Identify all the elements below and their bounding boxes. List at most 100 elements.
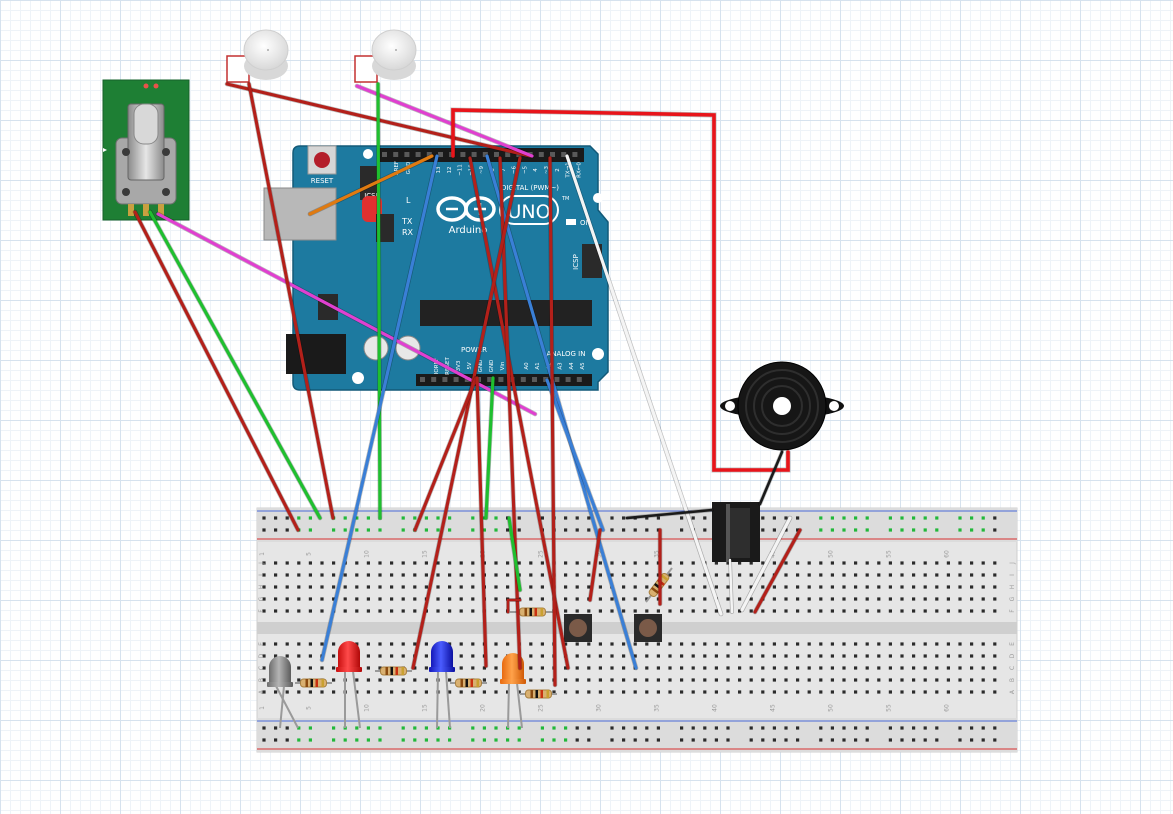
column-number-top: 50: [827, 550, 834, 558]
breadboard-hole: [703, 585, 707, 589]
row-letter: B: [258, 678, 265, 682]
breadboard-hole: [819, 516, 823, 520]
breadboard-hole: [738, 642, 742, 646]
breadboard-hole: [308, 573, 312, 577]
push-button-2[interactable]: [634, 614, 662, 642]
breadboard-hole: [772, 738, 776, 742]
breadboard-hole: [622, 666, 626, 670]
breadboard-hole: [274, 516, 278, 520]
header-pin: [471, 152, 477, 157]
breadboard-hole: [993, 585, 997, 589]
breadboard-hole: [680, 561, 684, 565]
breadboard-hole: [366, 528, 370, 532]
breadboard-hole: [935, 690, 939, 694]
breadboard-hole: [529, 666, 533, 670]
breadboard-hole: [633, 738, 637, 742]
breadboard-hole: [610, 726, 614, 730]
breadboard-hole: [656, 516, 660, 520]
digital-pin-label: ~3: [544, 165, 550, 174]
breadboard-hole: [830, 666, 834, 670]
breadboard-hole: [691, 654, 695, 658]
breadboard-hole: [598, 561, 602, 565]
breadboard-hole: [796, 528, 800, 532]
breadboard-hole: [575, 528, 579, 532]
breadboard-hole: [656, 690, 660, 694]
column-number-bottom: 1: [259, 706, 266, 710]
breadboard-hole: [946, 654, 950, 658]
breadboard-hole: [946, 585, 950, 589]
push-button-1[interactable]: [564, 614, 592, 642]
wire-red-6: [475, 376, 488, 668]
breadboard-hole: [668, 666, 672, 670]
breadboard-hole: [424, 690, 428, 694]
breadboard-hole: [343, 528, 347, 532]
column-number-top: 10: [363, 550, 370, 558]
breadboard-hole: [784, 654, 788, 658]
on-led: [566, 219, 576, 225]
row-letter: H: [1009, 585, 1016, 590]
breadboard-hole: [912, 528, 916, 532]
breadboard-hole: [575, 561, 579, 565]
breadboard-hole: [830, 573, 834, 577]
resistor-band: [395, 667, 398, 675]
resistor-band: [390, 667, 393, 675]
breadboard-hole: [390, 585, 394, 589]
breadboard-hole: [610, 573, 614, 577]
resistor-2: [380, 666, 407, 676]
breadboard-hole: [749, 561, 753, 565]
breadboard-hole: [494, 528, 498, 532]
breadboard-hole: [830, 690, 834, 694]
breadboard-hole: [761, 678, 765, 682]
breadboard-hole: [633, 609, 637, 613]
breadboard-hole: [981, 597, 985, 601]
breadboard-hole: [714, 738, 718, 742]
breadboard-hole: [772, 585, 776, 589]
breadboard-hole: [598, 642, 602, 646]
breadboard-hole: [401, 726, 405, 730]
resistor-band: [465, 679, 468, 687]
breadboard-hole: [448, 609, 452, 613]
breadboard-hole: [355, 738, 359, 742]
breadboard-hole: [726, 642, 730, 646]
breadboard-hole: [622, 609, 626, 613]
breadboard-hole: [854, 516, 858, 520]
breadboard-hole: [888, 654, 892, 658]
resistor-band: [524, 608, 527, 616]
wire-knob2-signal: [355, 84, 534, 158]
column-number-bottom: 10: [363, 704, 370, 712]
breadboard-hole: [448, 573, 452, 577]
breadboard-hole: [436, 738, 440, 742]
breadboard-hole: [807, 678, 811, 682]
row-letter: G: [258, 596, 265, 601]
breadboard-hole: [912, 561, 916, 565]
breadboard-hole: [424, 678, 428, 682]
breadboard-hole: [355, 726, 359, 730]
breadboard-hole: [923, 597, 927, 601]
breadboard-hole: [888, 726, 892, 730]
row-letter: J: [258, 562, 265, 565]
column-number-top: 60: [943, 550, 950, 558]
breadboard-hole: [668, 585, 672, 589]
breadboard-hole: [471, 654, 475, 658]
breadboard-hole: [842, 528, 846, 532]
breadboard-hole: [993, 678, 997, 682]
digital-pin-label: 8: [490, 168, 496, 172]
breadboard-hole: [761, 726, 765, 730]
breadboard-hole: [378, 666, 382, 670]
mount-hole: [592, 348, 604, 360]
breadboard-hole: [587, 585, 591, 589]
breadboard-hole: [471, 666, 475, 670]
analog-pin-label: A0: [524, 362, 530, 370]
breadboard-hole: [912, 585, 916, 589]
breadboard-hole: [401, 516, 405, 520]
row-letter: E: [1009, 642, 1016, 646]
breadboard-hole: [366, 561, 370, 565]
breadboard-hole: [703, 597, 707, 601]
breadboard-hole: [900, 642, 904, 646]
breadboard-hole: [552, 690, 556, 694]
breadboard-hole: [540, 597, 544, 601]
breadboard-hole: [401, 654, 405, 658]
breadboard-hole: [749, 738, 753, 742]
wire-white-2: [740, 516, 792, 612]
breadboard-hole: [274, 642, 278, 646]
